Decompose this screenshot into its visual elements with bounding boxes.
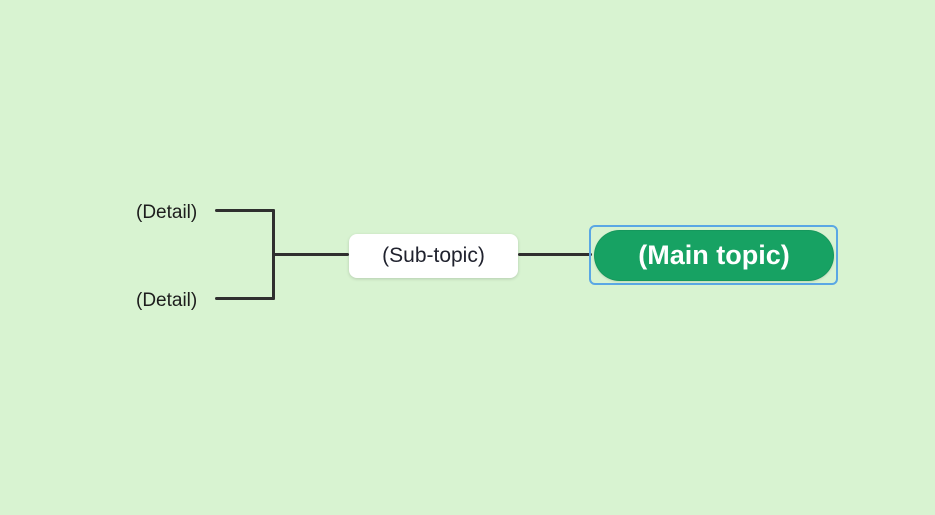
detail-node-bottom[interactable]: (Detail) — [136, 290, 198, 311]
detail-node-top[interactable]: (Detail) — [136, 202, 198, 223]
connector-detail-top — [215, 209, 275, 212]
connector-detail-bottom — [215, 297, 275, 300]
connector-bracket-to-subtopic — [272, 253, 349, 256]
main-topic-node[interactable]: (Main topic) — [594, 230, 834, 281]
sub-topic-node[interactable]: (Sub-topic) — [349, 234, 518, 278]
connector-subtopic-to-main — [518, 253, 592, 256]
